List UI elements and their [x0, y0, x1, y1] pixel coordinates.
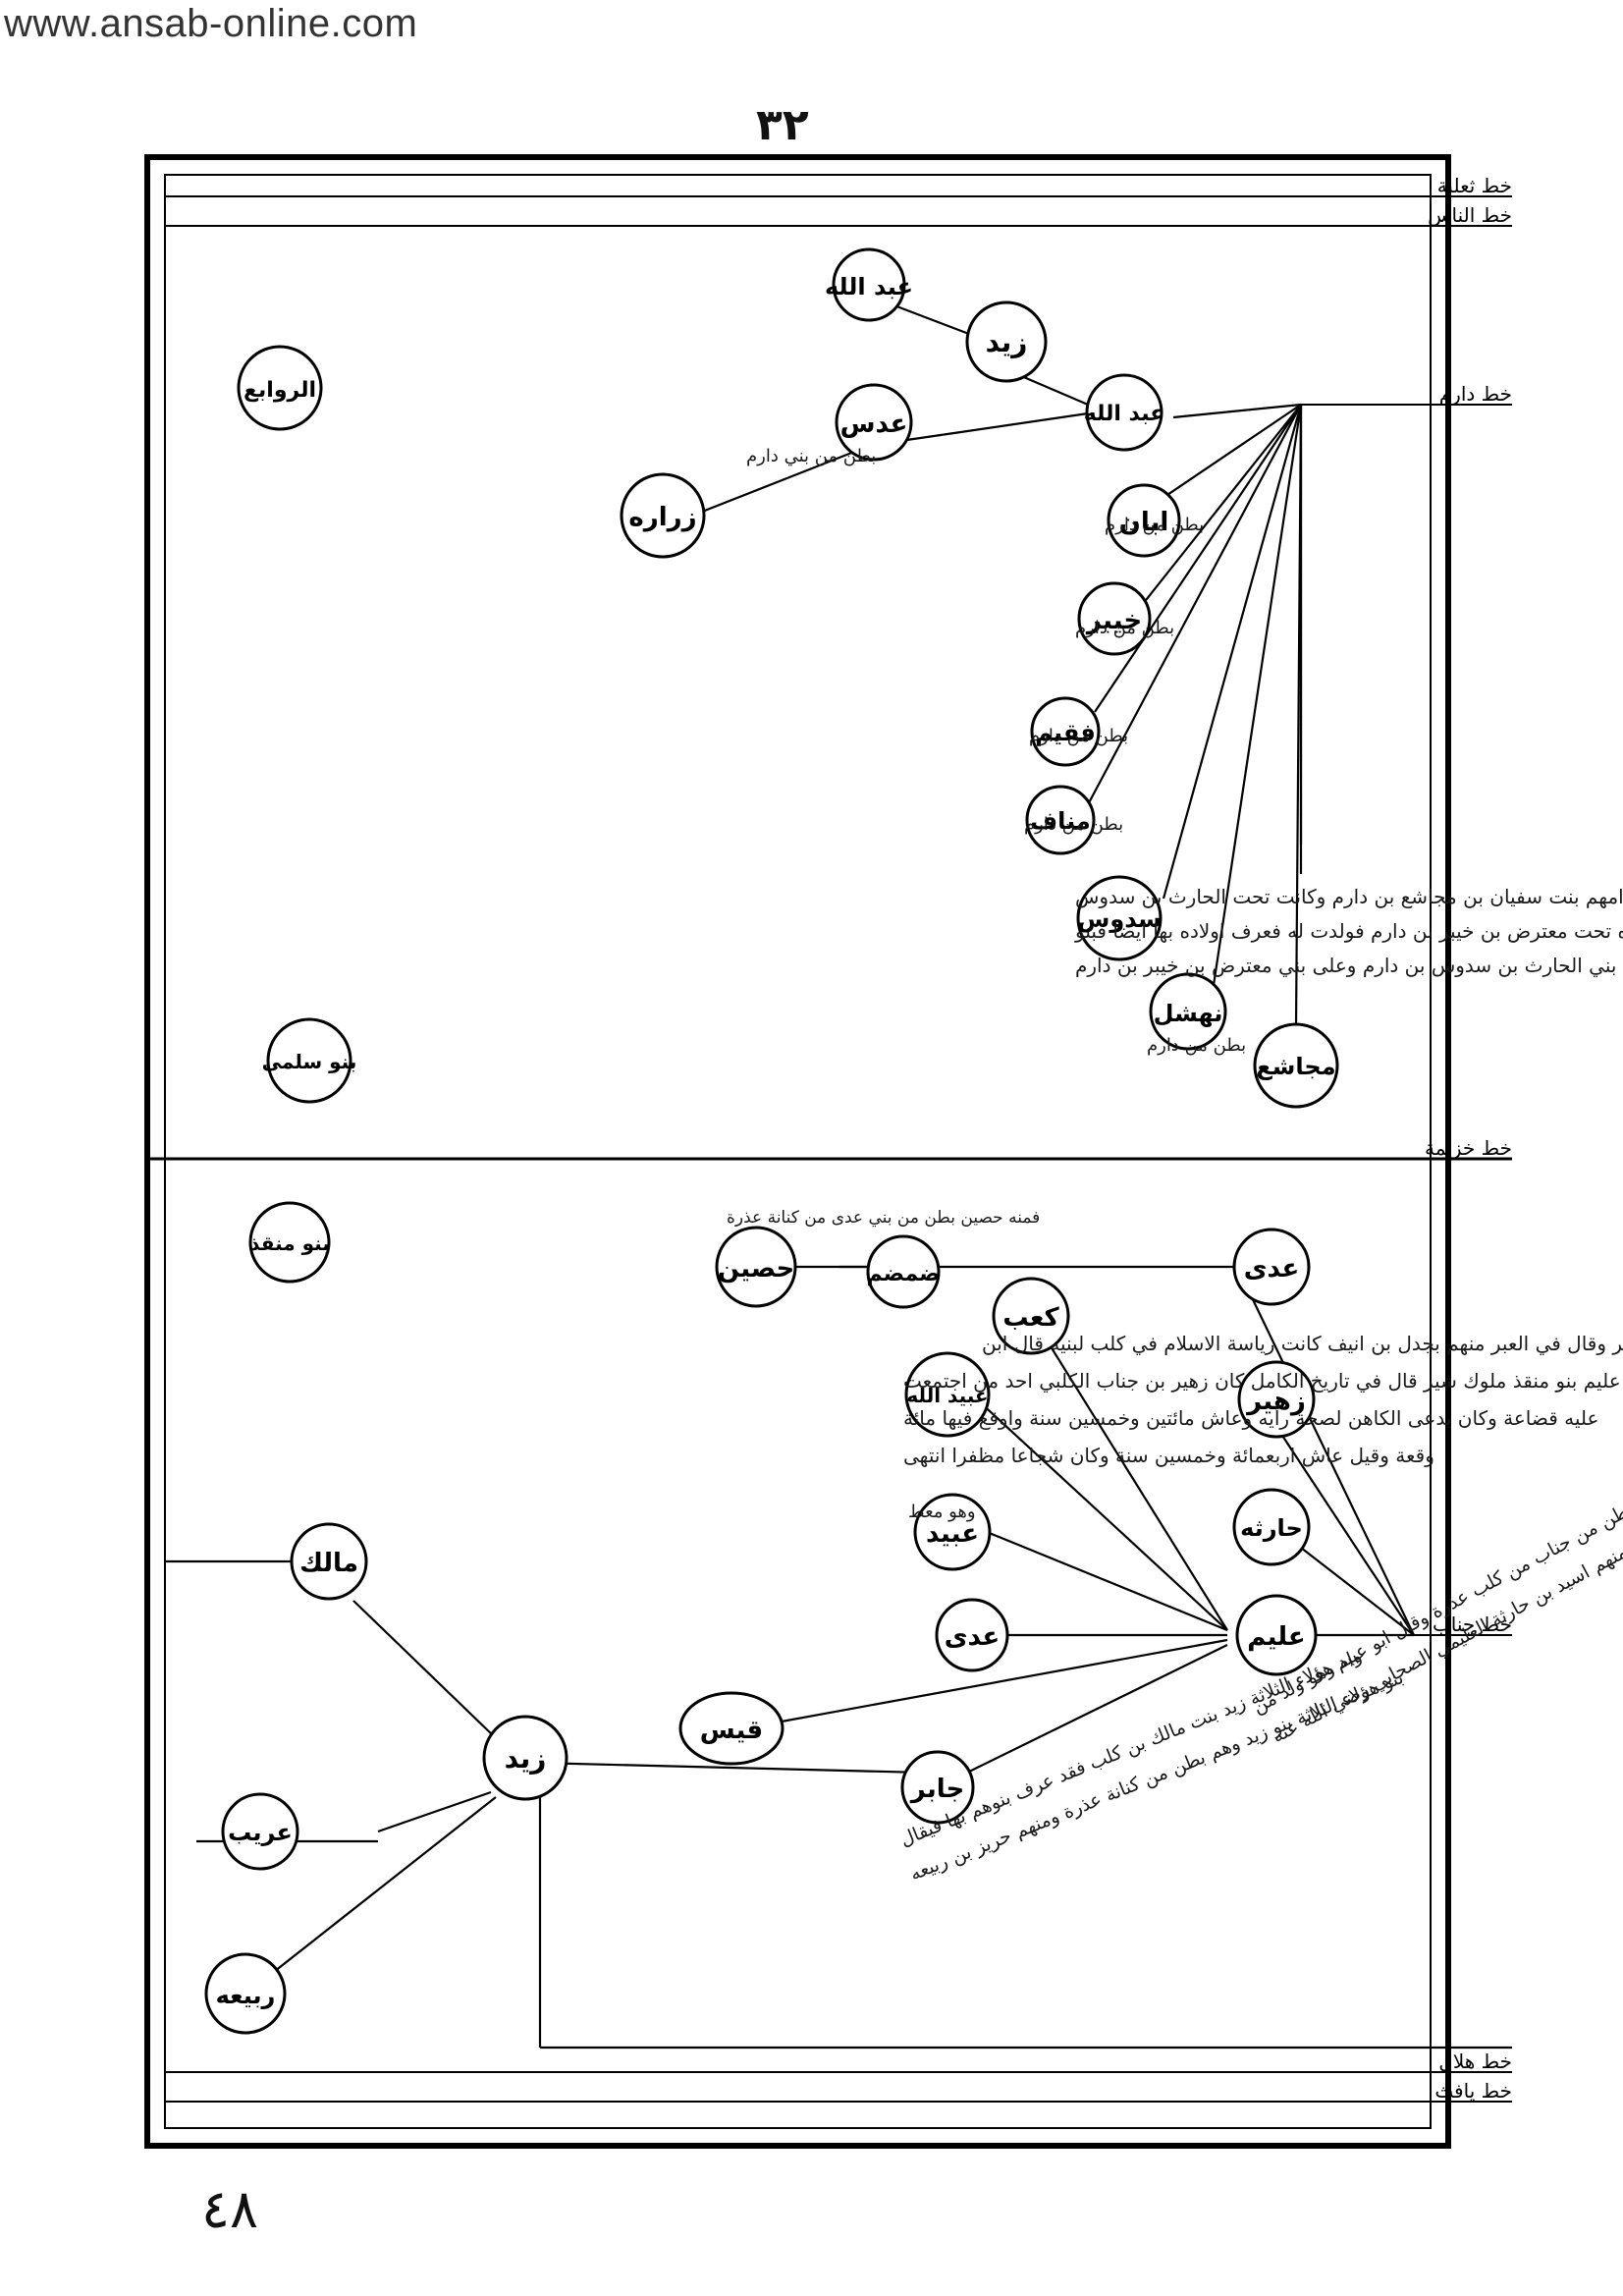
annotations: بطن من دارم بطن من دارم بطن من دارم بطن …	[727, 446, 1623, 1886]
frame-label-yafith: خط يافث	[1434, 2079, 1512, 2103]
frame-label-darim: خط دارم	[1439, 382, 1512, 406]
note-manaf: بطن من دارم	[1024, 814, 1123, 835]
svg-text:عبد الله: عبد الله	[825, 273, 913, 301]
page-number: ٣٢	[756, 100, 809, 150]
node-husayn[interactable]: حصين	[715, 1226, 797, 1308]
note-aban: بطن من دارم	[1105, 515, 1204, 535]
svg-text:قيس: قيس	[700, 1716, 763, 1745]
frame-label-janab: خط جناب	[1433, 1613, 1512, 1636]
node-haritha[interactable]: حارثه	[1232, 1488, 1311, 1566]
kab-para-4: وقعة وقيل عاش اربعمائة وخمسين سنة وكان ش…	[903, 1444, 1434, 1467]
svg-text:زيد: زيد	[986, 326, 1028, 358]
svg-text:مناف: مناف	[1030, 807, 1091, 835]
sadus-para-3: سدوس بالباء والسين المهملة يطلقون على بن…	[1075, 954, 1623, 978]
kab-para-1: عقيم بنو منقذ ملوك شير وقال في العبر منه…	[982, 1332, 1623, 1356]
svg-text:زهير: زهير	[1245, 1387, 1306, 1416]
node-zuhayr[interactable]: زهير	[1237, 1360, 1316, 1439]
node-malik[interactable]: مالك	[290, 1522, 368, 1601]
svg-text:ربيعه: ربيعه	[216, 1982, 276, 2009]
note-zurara: بطن من بني دارم	[746, 446, 876, 466]
node-abdullah-top[interactable]: عبد الله	[825, 247, 913, 322]
node-zurara[interactable]: زراره	[620, 472, 706, 559]
frame-label-hilal: خط هلال	[1438, 2050, 1512, 2073]
svg-text:حارثه: حارثه	[1240, 1514, 1303, 1542]
svg-text:مجاشع: مجاشع	[1256, 1053, 1335, 1080]
node-zayd-top[interactable]: زيد	[965, 301, 1048, 383]
node-adi-right[interactable]: عدى	[1232, 1228, 1311, 1306]
sadus-para-1: بطن من دارم وبقال لهم سدوس بنو بنية باسم…	[1075, 885, 1623, 908]
svg-text:نهشل: نهشل	[1154, 1000, 1223, 1027]
connections	[165, 298, 1512, 2050]
svg-text:زيد: زيد	[505, 1742, 547, 1775]
node-ubaydallah[interactable]: عبيد الله	[904, 1351, 991, 1438]
node-ulaym[interactable]: عليم	[1235, 1594, 1318, 1676]
kab-para-2: عليم بنو منقذ ملوك شير قال في تاريخ الكا…	[903, 1369, 1621, 1394]
node-jabir[interactable]: جابر	[900, 1750, 975, 1825]
svg-text:كعب: كعب	[1002, 1303, 1059, 1333]
svg-text:عدى: عدى	[945, 1622, 1001, 1652]
svg-text:ابان: ابان	[1119, 508, 1169, 537]
node-ubayd[interactable]: عبيد	[913, 1493, 992, 1571]
node-rawabi[interactable]: الروابع	[237, 345, 323, 431]
svg-text:حصين: حصين	[718, 1254, 794, 1284]
note-khaybar: بطن من دارم	[1075, 618, 1174, 638]
svg-text:مالك: مالك	[299, 1549, 358, 1578]
node-khaybar[interactable]: خيبر	[1077, 581, 1152, 656]
zayd-para-1: وام هؤلاء الثلاثة زيد بنت مالك بن كلب فق…	[897, 1645, 1366, 1851]
svg-text:عريب: عريب	[228, 1819, 293, 1846]
svg-text:سدوس: سدوس	[1077, 905, 1162, 933]
node-udas[interactable]: عدس	[835, 383, 913, 462]
frame-inner	[164, 174, 1432, 2129]
note-ubayd: وهو معط	[908, 1502, 976, 1522]
svg-text:خيبر: خيبر	[1085, 606, 1142, 635]
svg-text:عدى: عدى	[1244, 1254, 1300, 1284]
node-adi-mid[interactable]: عدى	[935, 1598, 1009, 1672]
node-aban[interactable]: ابان	[1107, 483, 1181, 558]
svg-text:بنو سلمى: بنو سلمى	[262, 1050, 357, 1073]
svg-text:بنو منقذ: بنو منقذ	[249, 1231, 330, 1255]
svg-text:جابر: جابر	[909, 1775, 964, 1804]
node-kab[interactable]: كعب	[992, 1277, 1070, 1355]
sadus-para-2: بن دارم فولدت له فعرف ابناءه بها وكانت ب…	[1074, 919, 1623, 943]
folio-mark: ٤٨	[201, 2178, 259, 2240]
node-fuqaym[interactable]: فقيم	[1030, 696, 1101, 767]
node-abdullah-mid[interactable]: عبد الله	[1084, 373, 1165, 452]
node-banu-munqidh[interactable]: بنو منقذ	[248, 1201, 331, 1284]
frame-labels: خط ثعلبة خط الناس خط دارم خط خزيمة خط جن…	[1425, 174, 1512, 2103]
frame-label-top-2: خط الناس	[1428, 203, 1512, 227]
frame-outer	[144, 154, 1451, 2149]
svg-text:زراره: زراره	[628, 503, 696, 532]
svg-text:عبيد: عبيد	[926, 1519, 979, 1549]
frame-label-top-1: خط ثعلبة	[1437, 174, 1512, 197]
note-nahshal: بطن من دارم	[1147, 1035, 1246, 1056]
node-zayd-bottom[interactable]: زيد	[482, 1715, 568, 1801]
node-qays[interactable]: قيس	[678, 1691, 784, 1766]
svg-text:عبد الله: عبد الله	[1084, 402, 1165, 426]
zayd-para-2: بنو هؤلاء الثلاثة بنو زيد وهم بطن من كنا…	[907, 1667, 1407, 1886]
svg-text:فقيم: فقيم	[1035, 719, 1096, 746]
svg-text:الروابع: الروابع	[243, 378, 316, 403]
watermark: www.ansab-online.com	[4, 2, 418, 45]
frame-label-khuzayma: خط خزيمة	[1425, 1136, 1512, 1160]
node-urayb[interactable]: عريب	[221, 1792, 299, 1871]
nodes: عبد الله زيد عبد الله عدس زراره الروابع …	[204, 247, 1339, 2035]
node-mujashi[interactable]: مجاشع	[1253, 1022, 1339, 1109]
node-manaf[interactable]: مناف	[1025, 785, 1096, 855]
svg-text:عليم: عليم	[1247, 1622, 1305, 1652]
svg-text:عدس: عدس	[840, 410, 908, 439]
svg-text:ضمضم: ضمضم	[867, 1262, 941, 1286]
note-husayn: فمنه حصين بطن من بني عدى من كنانة عذرة	[727, 1208, 1040, 1228]
kab-para-3: عليه قضاعة وكان يدعى الكاهن لصحة رأيه وع…	[903, 1405, 1598, 1430]
node-damdam[interactable]: ضمضم	[866, 1234, 941, 1309]
svg-text:عبيد الله: عبيد الله	[906, 1384, 988, 1407]
note-fuqaym: بطن من دارم	[1029, 726, 1128, 746]
node-rabia[interactable]: ربيعه	[204, 1952, 287, 2035]
node-sadus[interactable]: سدوس	[1076, 875, 1163, 961]
node-nahshal[interactable]: نهشل	[1149, 972, 1227, 1051]
node-banu-salma[interactable]: بنو سلمى	[262, 1017, 357, 1104]
